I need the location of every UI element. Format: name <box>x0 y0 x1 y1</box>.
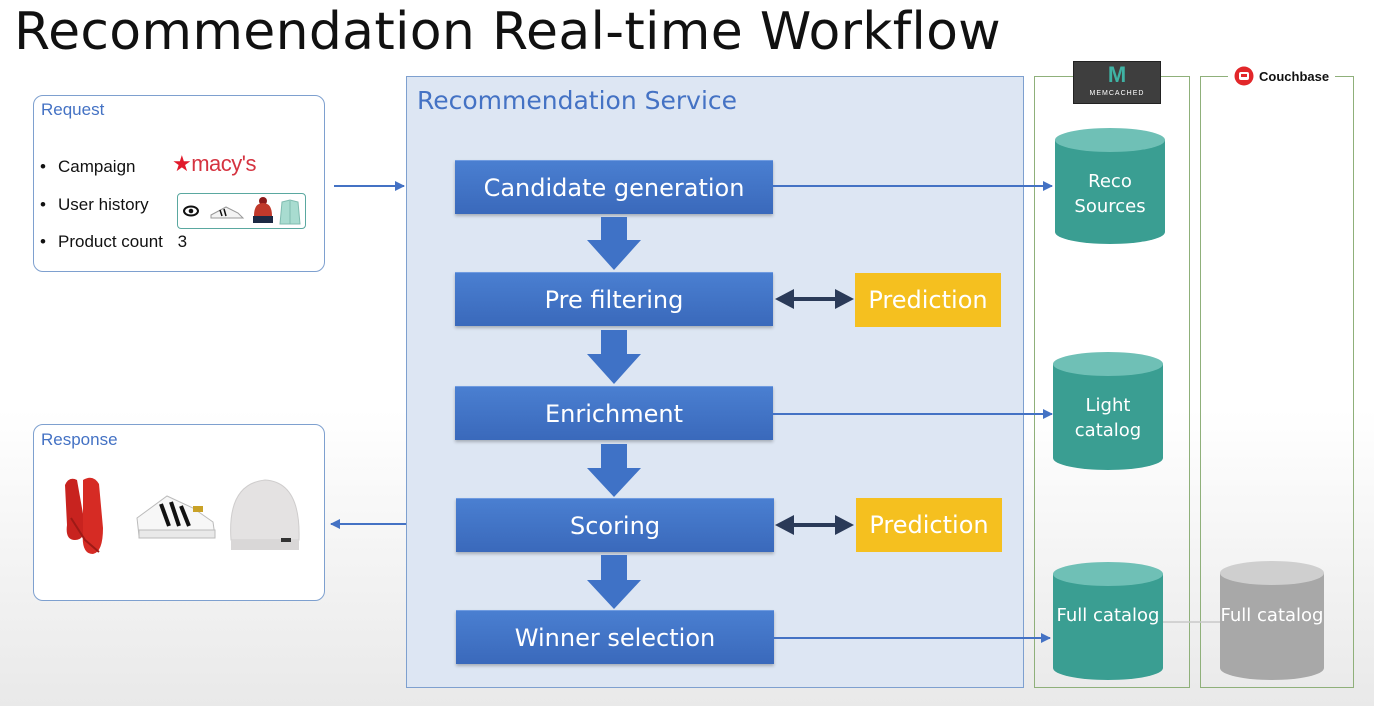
sneaker-thumb-icon <box>210 206 245 219</box>
step-scoring: Scoring <box>456 498 774 552</box>
request-heading: Request <box>41 100 105 119</box>
user-history-label: User history <box>58 195 149 214</box>
macys-wordmark: macy's <box>191 151 256 176</box>
response-heading: Response <box>41 430 118 449</box>
sneaker-icon <box>136 495 216 539</box>
campaign-label: Campaign <box>58 157 136 176</box>
couchbase-icon <box>1234 66 1254 86</box>
down-arrow-4 <box>587 555 641 609</box>
step-candidate-generation: Candidate generation <box>455 160 773 214</box>
couchbase-wordmark: Couchbase <box>1259 68 1330 84</box>
memcached-m-icon: M <box>1107 62 1127 87</box>
star-icon: ★ <box>172 151 192 176</box>
knit-beanie-icon <box>230 479 300 550</box>
step-pre-filtering: Pre filtering <box>455 272 773 326</box>
down-arrow-1 <box>587 217 641 270</box>
page-title: Recommendation Real-time Workflow <box>14 2 1002 62</box>
flow-down-arrows <box>587 217 641 609</box>
request-item-campaign: •Campaign <box>40 157 136 176</box>
down-arrow-2 <box>587 330 641 384</box>
memcached-logo: M MEMCACHED <box>1073 61 1161 104</box>
full-catalog-replica-label: Full catalog <box>1220 605 1324 626</box>
eye-icon <box>183 205 199 217</box>
history-icons <box>183 197 301 225</box>
request-item-product-count: •Product count 3 <box>40 232 188 251</box>
reco-sources-label: Reco Sources <box>1074 171 1146 217</box>
prediction-box-scoring: Prediction <box>856 498 1002 552</box>
service-title: Recommendation Service <box>417 86 738 115</box>
product-count-value: 3 <box>177 232 188 251</box>
red-gloves-icon <box>65 477 103 554</box>
macys-logo: ★macy's <box>172 151 256 177</box>
response-products <box>65 477 300 554</box>
request-item-user-history: •User history <box>40 195 149 214</box>
reco-sources-cylinder <box>1055 128 1165 244</box>
light-catalog-cylinder <box>1053 352 1163 470</box>
step-winner-selection: Winner selection <box>456 610 774 664</box>
down-arrow-3 <box>587 444 641 497</box>
beanie-thumb-icon <box>253 197 273 223</box>
light-catalog-label: Light catalog <box>1074 395 1142 441</box>
step-enrichment: Enrichment <box>455 386 773 440</box>
prefilter-prediction-double-arrow <box>775 289 854 309</box>
user-history-thumbnails <box>177 193 306 229</box>
couchbase-logo: Couchbase <box>1228 64 1336 88</box>
full-catalog-replica-cylinder <box>1220 561 1324 680</box>
full-catalog-cylinder <box>1053 562 1163 680</box>
memcached-wordmark: MEMCACHED <box>1089 90 1145 97</box>
scoring-prediction-double-arrow <box>775 515 854 535</box>
prediction-box-prefilter: Prediction <box>855 273 1001 327</box>
full-catalog-label: Full catalog <box>1056 605 1160 626</box>
product-count-label: Product count <box>58 232 163 251</box>
jacket-thumb-icon <box>279 199 301 225</box>
request-panel <box>33 95 325 272</box>
